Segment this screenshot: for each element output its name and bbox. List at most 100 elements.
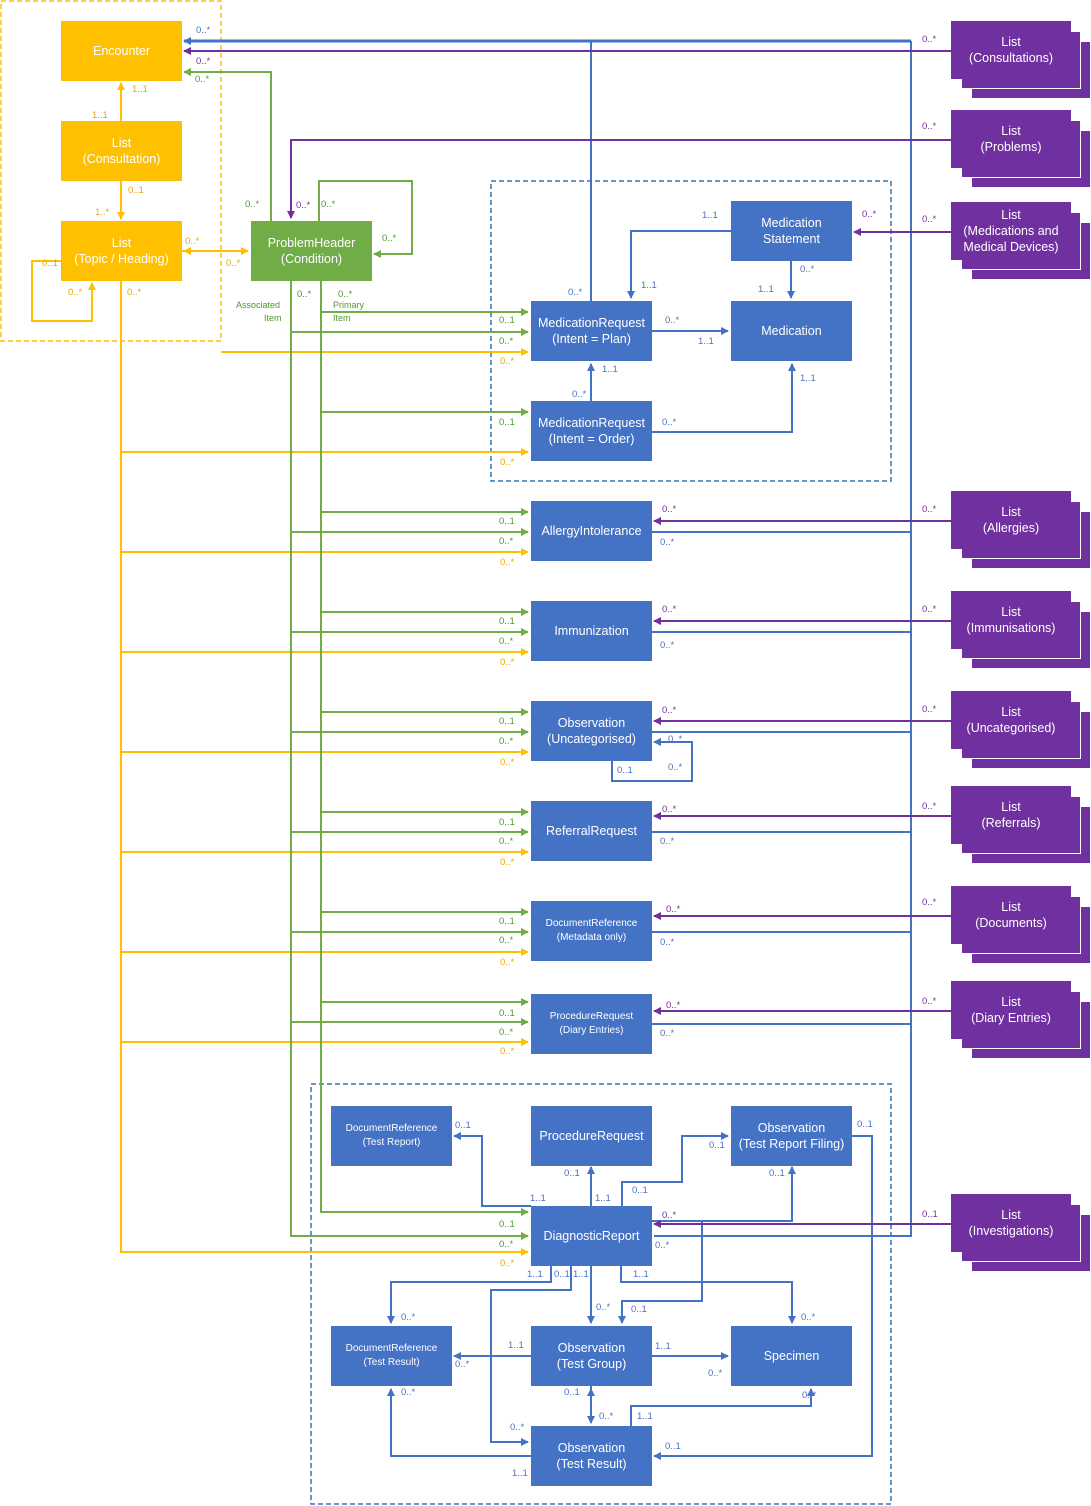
list-investigations-node[interactable]: List (Investigations) [951,1194,1071,1252]
node-label: List [1001,605,1021,619]
diagnostic-report-node[interactable]: DiagnosticReport [531,1206,652,1266]
list-consultation-node[interactable]: List (Consultation) [61,121,182,181]
list-referrals-node[interactable]: List (Referrals) [951,786,1071,844]
node-label: (Uncategorised) [547,732,636,746]
list-documents-node[interactable]: List (Documents) [951,886,1071,944]
multiplicity-label: 0..* [662,417,677,428]
node-label: DocumentReference [345,1343,438,1354]
medication-node[interactable]: Medication [731,301,852,361]
obs-filing-node[interactable]: Observation (Test Report Filing) [731,1106,852,1166]
multiplicity-label: 0..* [655,1240,670,1251]
list-immunisations-node[interactable]: List (Immunisations) [951,591,1071,649]
note-line: Primary [333,300,364,310]
multiplicity-label: 0..* [196,56,211,67]
list-diary-node[interactable]: List (Diary Entries) [951,981,1071,1039]
node-label: List [1001,124,1021,138]
procreq-diary-node[interactable]: ProcedureRequest (Diary Entries) [531,994,652,1054]
multiplicity-label: 0..* [401,1387,416,1398]
node-label: Medication [761,324,822,338]
obs-test-result-node[interactable]: Observation (Test Result) [531,1426,652,1486]
list-medications-node[interactable]: List (Medications and Medical Devices) [951,202,1071,260]
multiplicity-label: 0..* [499,736,514,747]
multiplicity-label: 0..* [500,1258,515,1269]
multiplicity-label: 0..* [185,236,200,247]
encounter-node[interactable]: Encounter [61,21,182,81]
docref-metadata-node[interactable]: DocumentReference (Metadata only) [531,901,652,961]
multiplicity-label: 0..* [499,935,514,946]
multiplicity-label: 0..* [662,604,677,615]
node-label: (Test Result) [363,1357,420,1368]
multiplicity-label: 0..1 [499,616,515,627]
docref-test-result-node[interactable]: DocumentReference (Test Result) [331,1326,452,1386]
multiplicity-label: 0..* [801,1312,816,1323]
multiplicity-label: 0..* [662,705,677,716]
node-label: ReferralRequest [545,824,637,838]
obs-uncategorised-node[interactable]: Observation (Uncategorised) [531,701,652,761]
procreq-node[interactable]: ProcedureRequest [531,1106,652,1166]
node-label: Observation [557,1441,626,1455]
obs-test-group-node[interactable]: Observation (Test Group) [531,1326,652,1386]
docref-test-report-node[interactable]: DocumentReference (Test Report) [331,1106,452,1166]
immunization-node[interactable]: Immunization [531,601,652,661]
node-label: MedicationRequest [537,416,645,430]
multiplicity-label: 0..* [922,801,937,812]
multiplicity-label: 0..* [127,287,142,298]
multiplicity-label: 0..1 [769,1168,785,1179]
node-label: (Diary Entries) [559,1025,624,1036]
referral-node[interactable]: ReferralRequest [531,801,652,861]
multiplicity-label: 0..1 [617,765,633,776]
node-label: (Allergies) [982,521,1040,535]
node-label: Specimen [763,1349,820,1363]
multiplicity-label: 0..* [922,504,937,515]
multiplicity-label: 0..1 [128,185,144,196]
purple-connectors [183,47,951,1228]
multiplicity-label: 0..1 [499,516,515,527]
multiplicity-label: 0..1 [455,1120,471,1131]
investigation-container [310,1083,892,1505]
list-topic-node[interactable]: List (Topic / Heading) [61,221,182,281]
node-label: Encounter [93,44,150,58]
multiplicity-label: 0..1 [665,1441,681,1452]
node-label: Observation [557,716,626,730]
multiplicity-label: 0..* [245,199,260,210]
multiplicity-label: 0..* [862,209,877,220]
list-allergies-node[interactable]: List (Allergies) [951,491,1071,549]
multiplicity-label: 0..1 [709,1140,725,1151]
allergy-node[interactable]: AllergyIntolerance [531,501,652,561]
list-problems-node[interactable]: List (Problems) [951,110,1071,168]
node-label: Immunization [554,624,629,638]
node-label: List [1001,505,1021,519]
problem-header-node[interactable]: ProblemHeader (Condition) [251,221,372,281]
multiplicity-label: 0..* [922,604,937,615]
node-label: List [111,136,132,150]
multiplicity-label: 0..* [922,704,937,715]
list-consultations-node[interactable]: List (Consultations) [951,21,1071,79]
multiplicity-label: 1..1 [527,1269,543,1280]
multiplicity-label: 0..* [296,200,311,211]
multiplicity-label: 1..1 [637,1411,653,1422]
multiplicity-label: 0..* [662,504,677,515]
node-label: (Problems) [980,140,1042,154]
list-uncategorised-node[interactable]: List (Uncategorised) [951,691,1071,749]
multiplicity-label: 1..1 [573,1269,589,1280]
multiplicity-label: 1..1 [602,364,618,375]
green-connectors [183,68,529,1240]
medreq-order-node[interactable]: MedicationRequest (Intent = Order) [531,401,652,461]
node-label: List [1001,1208,1021,1222]
multiplicity-label: 0..* [668,762,683,773]
specimen-node[interactable]: Specimen [731,1326,852,1386]
multiplicity-label: 0..* [499,836,514,847]
multiplicity-label: 0..* [401,1312,416,1323]
med-statement-node[interactable]: Medication Statement [731,201,852,261]
multiplicity-label: 1..1 [512,1468,528,1479]
primary-item-note: Primary Item [333,299,364,325]
node-label: DiagnosticReport [543,1229,640,1243]
multiplicity-label: 0..* [660,836,675,847]
medreq-plan-node[interactable]: MedicationRequest (Intent = Plan) [531,301,652,361]
multiplicity-label: 0..1 [499,417,515,428]
node-label: (Uncategorised) [966,721,1056,735]
node-label: (Medications and [963,224,1059,238]
node-label: DocumentReference [545,918,638,929]
node-label: ProblemHeader [267,236,356,250]
